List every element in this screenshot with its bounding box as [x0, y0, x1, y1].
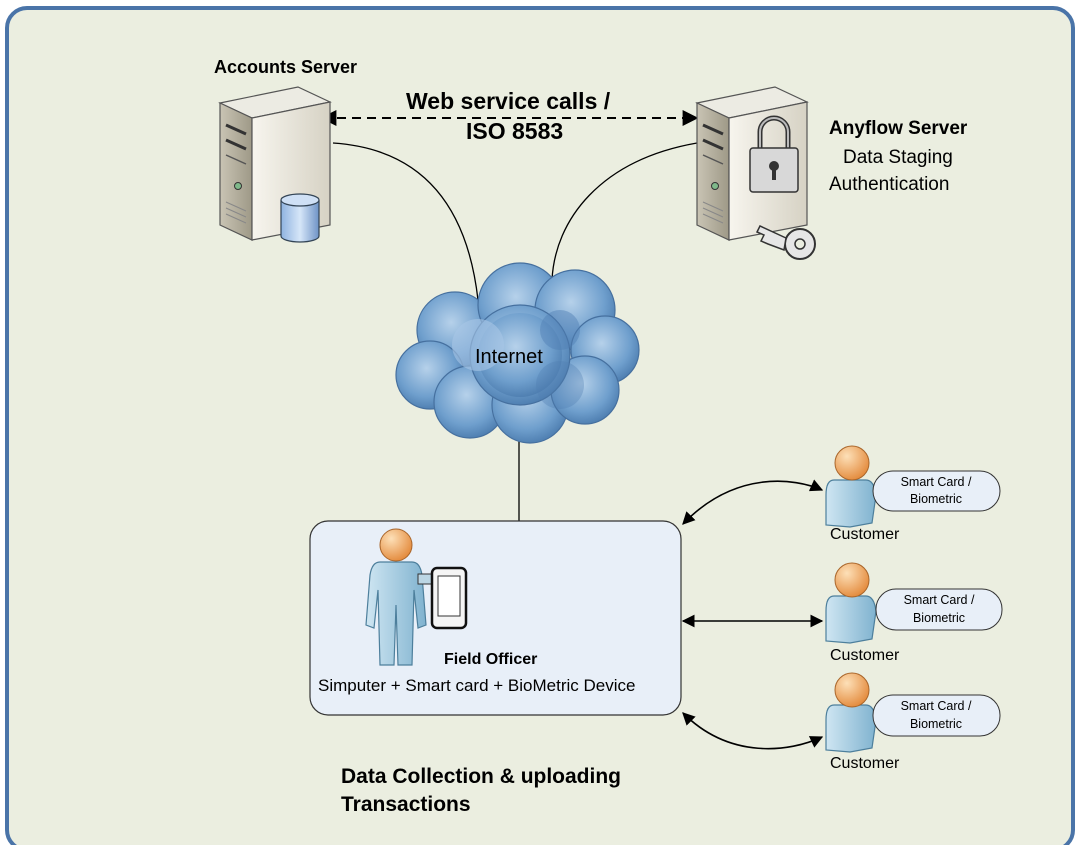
customer-3-badge: [872, 694, 1001, 737]
accounts-internet-link: [332, 142, 479, 301]
database-icon: [280, 193, 320, 243]
anyflow-server-title: Anyflow Server: [829, 118, 968, 139]
tablet-icon: [417, 566, 468, 630]
customer-1-badge-line2: Biometric: [909, 492, 963, 506]
accounts-server-title: Accounts Server: [214, 57, 358, 77]
key-icon: [755, 225, 816, 260]
anyflow-server-line1: Data Staging: [843, 147, 953, 168]
field-officer-person-icon: [365, 528, 427, 666]
footer-line1: Data Collection & uploading: [341, 765, 622, 788]
anyflow-server-line2: Authentication: [829, 174, 950, 195]
connection-label-line2: ISO 8583: [466, 118, 564, 144]
padlock-icon: [749, 115, 799, 193]
customer-2-badge: [875, 588, 1003, 631]
customer-1-arrow: [682, 479, 824, 525]
customer-2-label: Customer: [830, 647, 900, 664]
customer-2-badge-line2: Biometric: [912, 611, 966, 625]
field-officer-title: Field Officer: [444, 651, 538, 668]
internet-cloud-icon: [395, 262, 640, 444]
connection-label-line1: Web service calls /: [406, 88, 611, 114]
customer-3-badge-line2: Biometric: [909, 717, 963, 731]
internet-label: Internet: [475, 346, 543, 368]
customer-3-person-icon: [825, 672, 877, 753]
customer-2-person-icon: [825, 562, 877, 644]
field-officer-devices: Simputer + Smart card + BioMetric Device: [318, 676, 636, 695]
footer-line2: Transactions: [341, 793, 471, 816]
customer-3-badge-line1: Smart Card /: [900, 699, 972, 713]
customer-1-person-icon: [825, 445, 877, 528]
customer-1-badge: [872, 470, 1001, 512]
customer-2-badge-line1: Smart Card /: [903, 593, 975, 607]
customer-1-label: Customer: [830, 526, 900, 543]
customer-3-arrow: [682, 712, 824, 750]
customer-3-label: Customer: [830, 755, 900, 772]
customer-1-badge-line1: Smart Card /: [900, 475, 972, 489]
anyflow-internet-link: [551, 142, 698, 281]
